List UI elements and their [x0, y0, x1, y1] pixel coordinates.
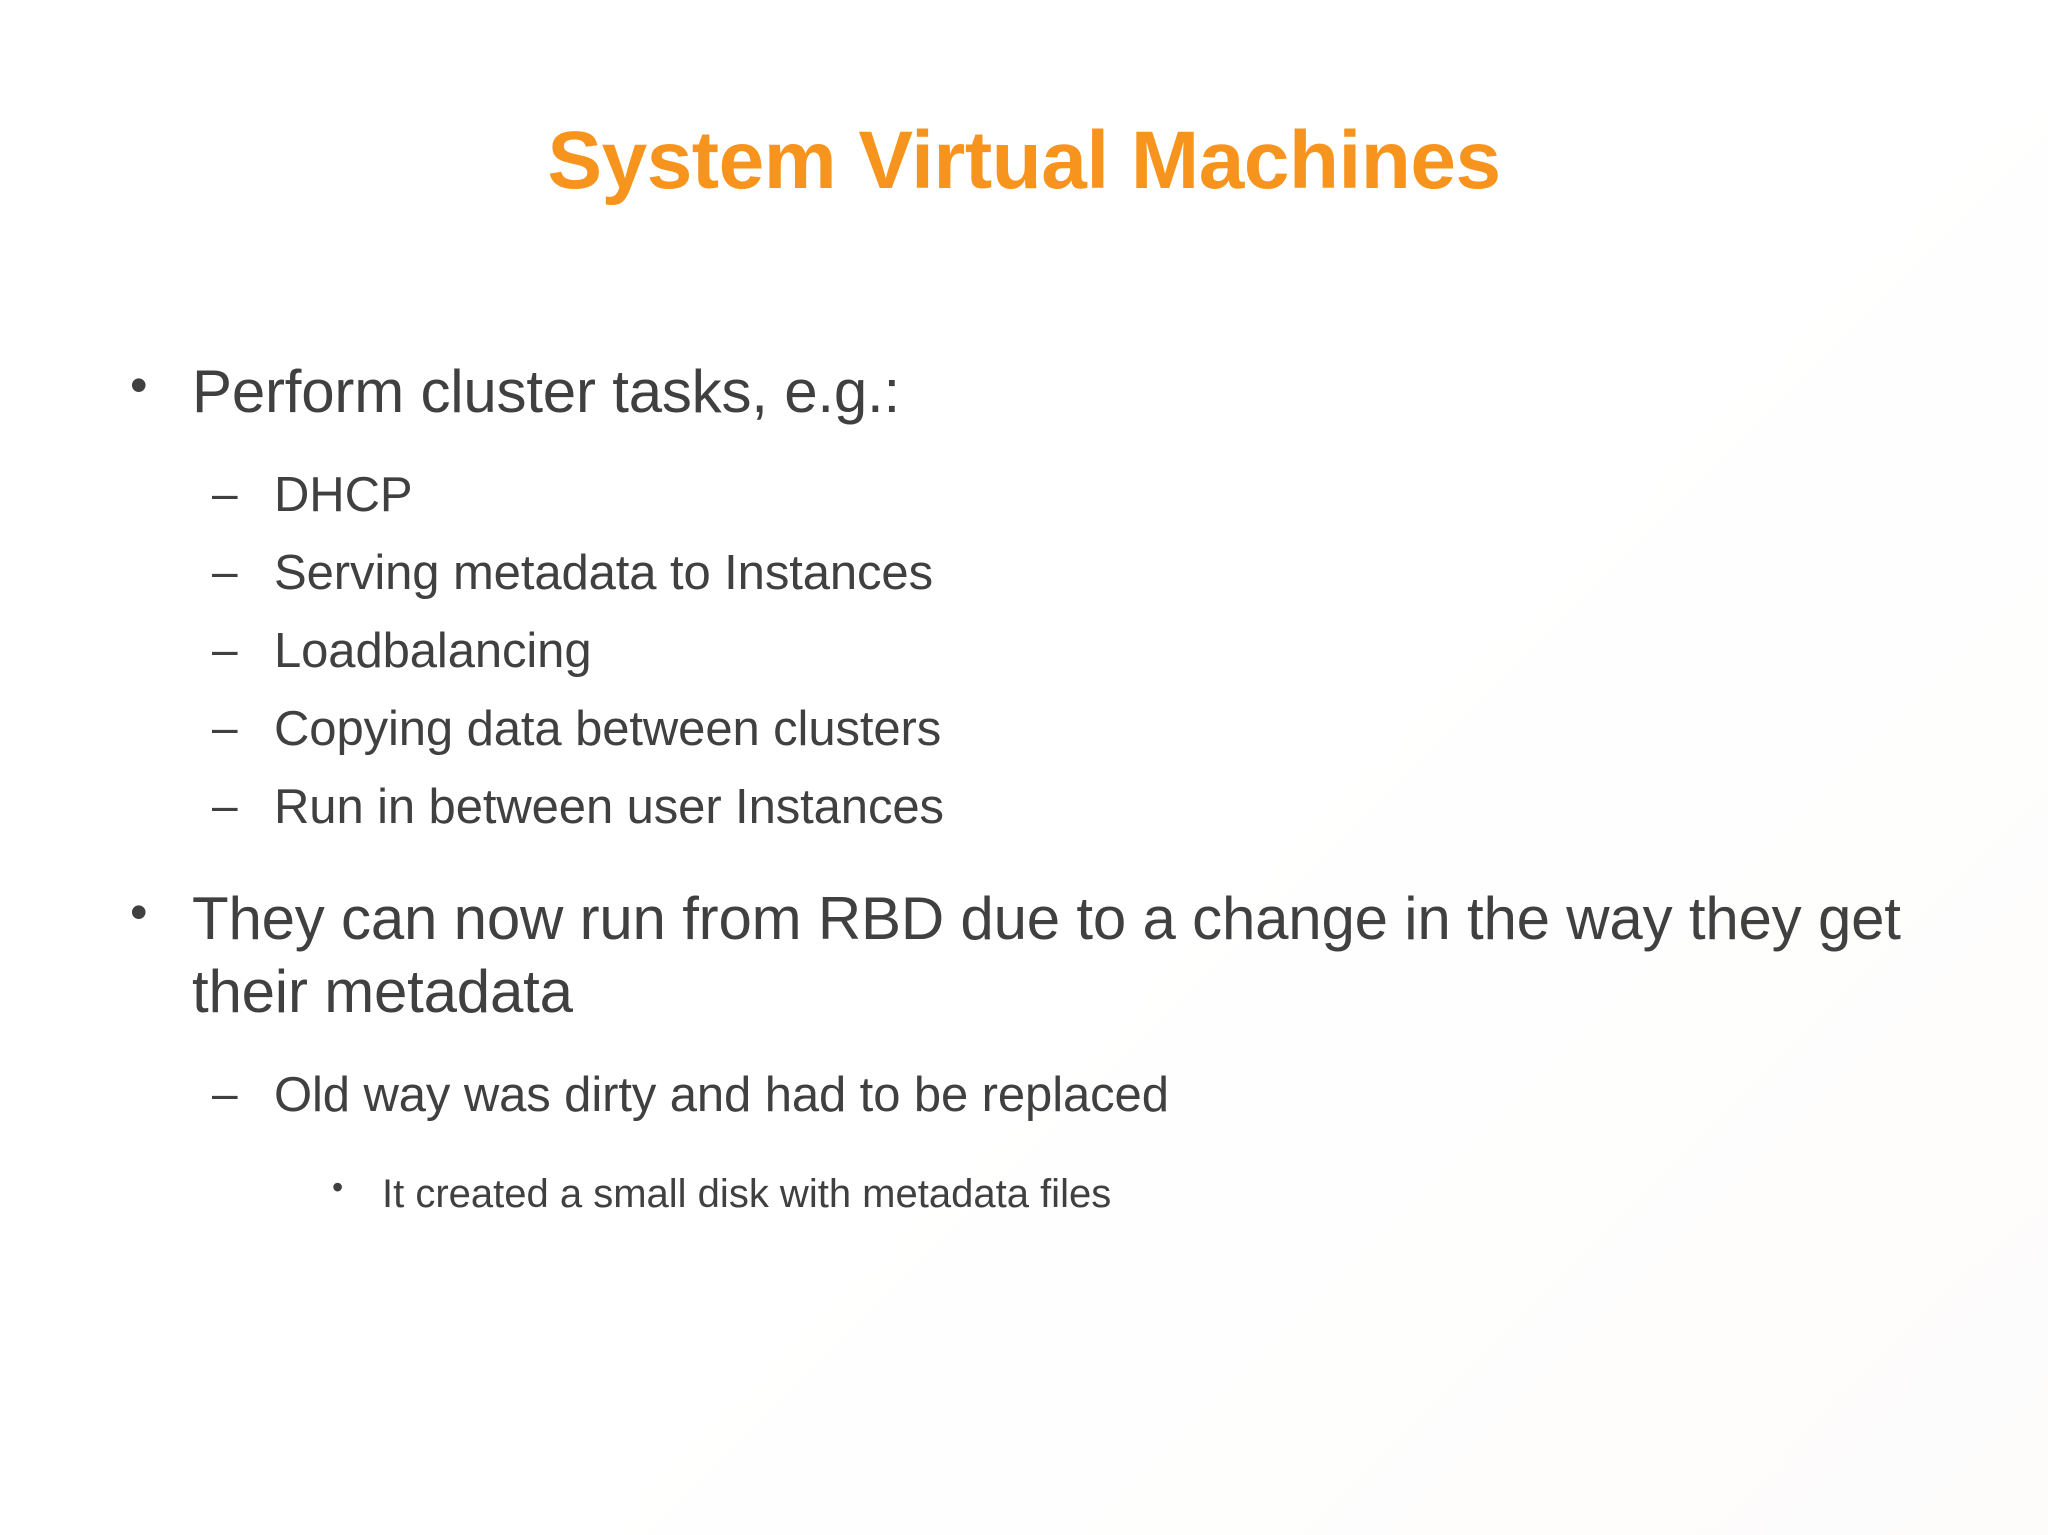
spacer — [120, 1032, 1940, 1058]
bullet-text: Copying data between clusters — [274, 702, 942, 756]
bullet-text: Run in between user Instances — [274, 779, 944, 834]
bullet-marker-dash-icon: – — [212, 623, 238, 676]
bullet-level2: – Loadbalancing — [212, 614, 1940, 690]
bullet-text: It created a small disk with metadata fi… — [382, 1172, 1112, 1217]
bullet-text: DHCP — [274, 468, 413, 523]
slide-title: System Virtual Machines — [547, 115, 1501, 206]
bullet-level1: • Perform cluster tasks, e.g.: — [120, 355, 1940, 428]
bullet-marker-dash-icon: – — [212, 778, 238, 831]
bullet-text: Old way was dirty and had to be replaced — [274, 1068, 1169, 1123]
bullet-marker-dash-icon: – — [212, 1067, 238, 1120]
spacer — [120, 848, 1940, 882]
bullet-level2: – Run in between user Instances — [212, 770, 1940, 846]
bullet-level2: – DHCP — [212, 458, 1940, 534]
bullet-level2: – Serving metadata to Instances — [212, 536, 1940, 612]
bullet-level2: – Copying data between clusters — [212, 692, 1940, 768]
bullet-level1: • They can now run from RBD due to a cha… — [120, 882, 1940, 1028]
bullet-marker-dash-icon: – — [212, 467, 238, 520]
bullet-marker-dash-icon: – — [212, 701, 238, 753]
bullet-text: Perform cluster tasks, e.g.: — [192, 358, 900, 425]
bullet-text: Serving metadata to Instances — [274, 546, 933, 601]
spacer — [120, 1136, 1940, 1162]
spacer — [120, 432, 1940, 458]
bullet-text: Loadbalancing — [274, 624, 592, 679]
slide-body: • Perform cluster tasks, e.g.: – DHCP – … — [120, 355, 1940, 1226]
bullet-text: They can now run from RBD due to a chang… — [192, 884, 1901, 1026]
bullet-marker-dot-icon: • — [130, 883, 148, 940]
bullet-level3: • It created a small disk with metadata … — [332, 1162, 1940, 1226]
bullet-level2: – Old way was dirty and had to be replac… — [212, 1058, 1940, 1134]
bullet-marker-dash-icon: – — [212, 545, 238, 598]
bullet-marker-dot-icon: • — [130, 357, 148, 413]
bullet-marker-dot-small-icon: • — [332, 1169, 344, 1206]
